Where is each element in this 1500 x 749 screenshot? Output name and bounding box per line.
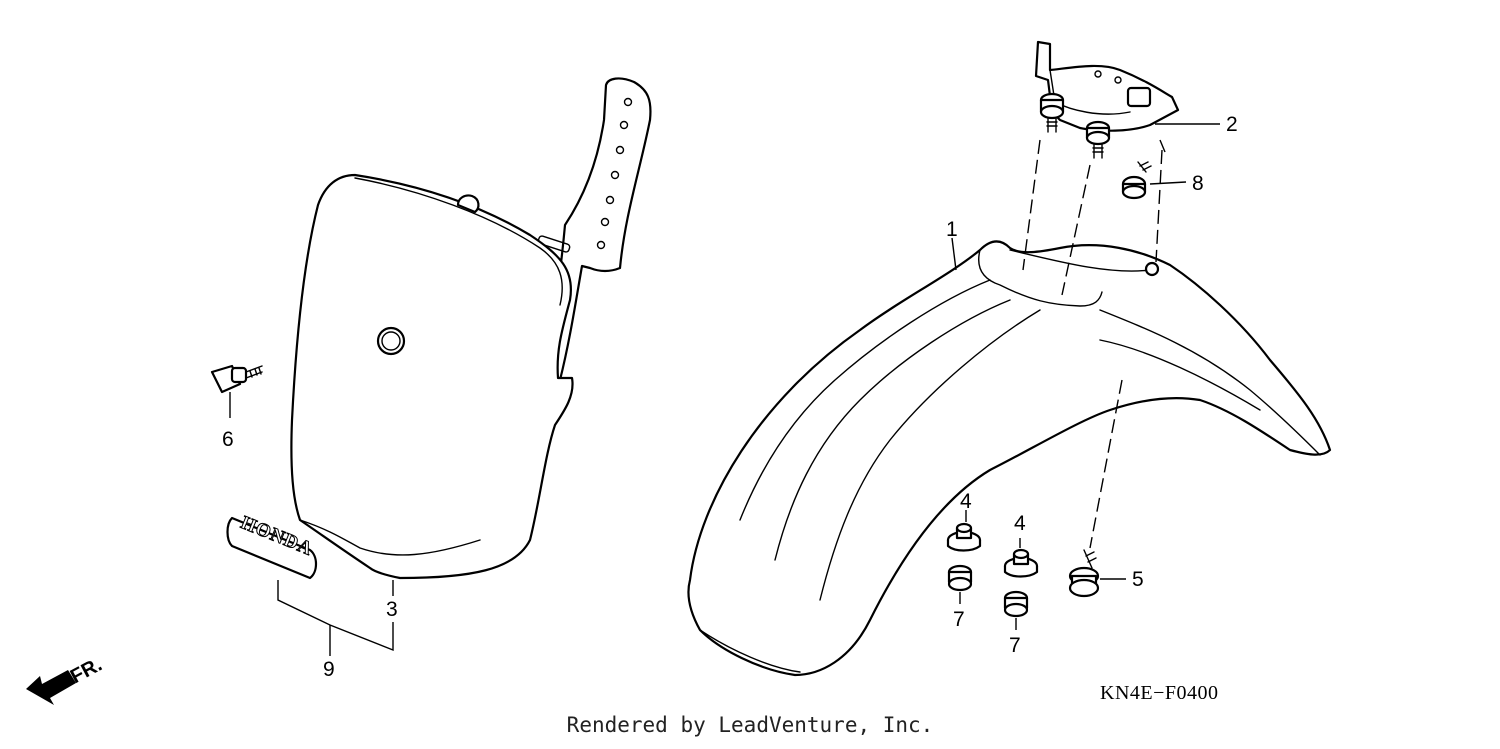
callout-1: 1 — [946, 218, 958, 241]
bolt-8[interactable] — [1121, 161, 1152, 200]
callout-8: 8 — [1192, 172, 1204, 195]
fender-bracket[interactable] — [1034, 40, 1180, 159]
collar-4a[interactable] — [946, 522, 982, 552]
front-fender[interactable] — [687, 240, 1332, 677]
callout-4a: 4 — [960, 490, 972, 513]
callout-4b: 4 — [1014, 512, 1026, 535]
footer-credit: Rendered by LeadVenture, Inc. — [566, 713, 934, 737]
callout-5: 5 — [1132, 568, 1144, 591]
front-direction-arrow-icon: FR. — [26, 654, 106, 705]
collar-4b[interactable] — [1003, 548, 1039, 578]
bolt-5[interactable] — [1068, 549, 1100, 598]
nut-7a[interactable] — [947, 564, 973, 592]
nut-7b[interactable] — [1003, 590, 1029, 618]
callout-7a: 7 — [953, 608, 965, 631]
callout-9: 9 — [323, 658, 335, 681]
callout-7b: 7 — [1009, 634, 1021, 657]
diagram-code: KN4E−F0400 — [1100, 682, 1219, 704]
number-plate[interactable] — [290, 77, 652, 580]
bolt-6[interactable] — [210, 364, 263, 418]
callout-6: 6 — [222, 428, 234, 451]
callout-2: 2 — [1226, 113, 1238, 136]
callout-3: 3 — [386, 598, 398, 621]
